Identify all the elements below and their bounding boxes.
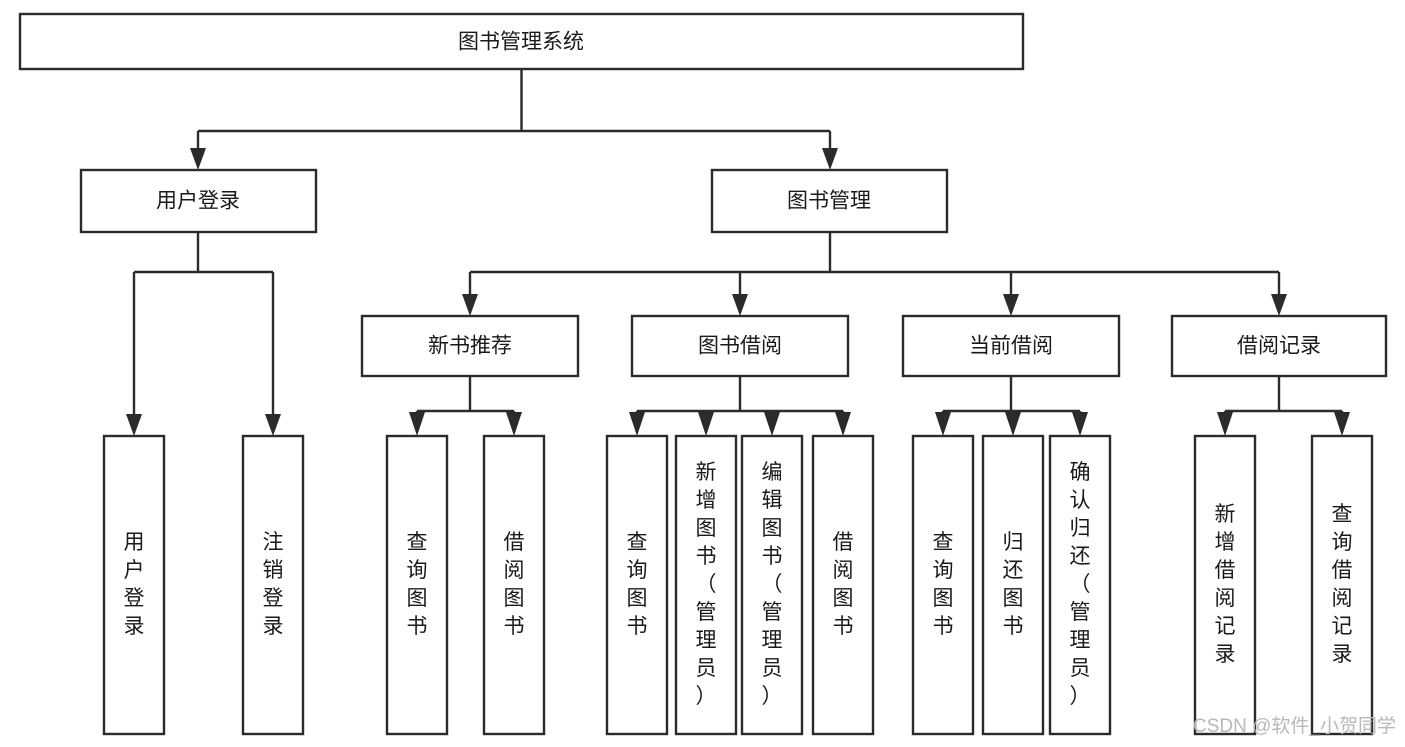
arrow-head-leaf-query-book-3 (935, 412, 951, 436)
arrow-head-leaf-add-record (1217, 412, 1233, 436)
arrow-head-user-login (190, 148, 206, 170)
node-current-borrow[interactable]: 当前借阅 (901, 314, 1121, 378)
node-borrow-record[interactable]: 借阅记录 (1170, 314, 1388, 378)
node-new-book-recommend-box[interactable] (360, 314, 580, 378)
node-leaf-add-record[interactable]: 新增借阅记录 (1193, 434, 1257, 736)
arrow-head-leaf-confirm-return (1072, 412, 1088, 436)
node-root-label: 图书管理系统 (458, 31, 584, 54)
node-leaf-return-book-label: 归还图书 (1003, 531, 1024, 638)
arrow-head-leaf-borrow-book-2 (835, 412, 851, 436)
node-leaf-query-book-1-box[interactable] (385, 434, 449, 736)
arrow-head-book-borrow (732, 294, 748, 316)
arrow-head-current-borrow (1003, 294, 1019, 316)
node-user-login-box[interactable] (79, 168, 318, 234)
node-leaf-borrow-book-1-label: 借阅图书 (504, 531, 525, 638)
arrow-head-leaf-return-book (1005, 412, 1021, 436)
node-book-borrow-label: 图书借阅 (698, 335, 782, 358)
node-leaf-borrow-book-2[interactable]: 借阅图书 (811, 434, 875, 736)
node-leaf-query-book-1-label: 查询图书 (407, 531, 428, 638)
arrow-head-leaf-borrow-book-1 (506, 412, 522, 436)
arrow-head-leaf-query-book-2 (629, 412, 645, 436)
node-leaf-confirm-return-box[interactable] (1048, 434, 1112, 736)
node-leaf-logout[interactable]: 注销登录 (241, 434, 305, 736)
node-leaf-borrow-book-2-label: 借阅图书 (833, 531, 854, 638)
arrow-head-book-manage (822, 148, 838, 170)
node-root[interactable]: 图书管理系统 (18, 12, 1025, 71)
node-current-borrow-label: 当前借阅 (969, 335, 1053, 358)
node-leaf-query-record-box[interactable] (1310, 434, 1374, 736)
node-borrow-record-label: 借阅记录 (1237, 335, 1321, 358)
node-leaf-query-record[interactable]: 查询借阅记录 (1310, 434, 1374, 736)
node-leaf-add-book-box[interactable] (674, 434, 738, 736)
node-leaf-query-book-2-label: 查询图书 (627, 531, 648, 638)
node-leaf-logout-box[interactable] (241, 434, 305, 736)
node-leaf-return-book-box[interactable] (981, 434, 1045, 736)
node-user-login[interactable]: 用户登录 (79, 168, 318, 234)
node-book-borrow[interactable]: 图书借阅 (630, 314, 850, 378)
node-leaf-query-book-2[interactable]: 查询图书 (605, 434, 669, 736)
node-new-book-recommend[interactable]: 新书推荐 (360, 314, 580, 378)
node-root-box[interactable] (18, 12, 1025, 71)
node-book-manage[interactable]: 图书管理 (710, 168, 949, 234)
node-leaf-query-book-3-label: 查询图书 (933, 531, 954, 638)
node-leaf-logout-label: 注销登录 (263, 531, 284, 638)
node-leaf-add-book-label: 新增图书（管理员） (696, 461, 717, 708)
arrow-head-leaf-query-record (1334, 412, 1350, 436)
node-leaf-user-login-box[interactable] (102, 434, 166, 736)
arrow-head-new-book-recommend (462, 294, 478, 316)
node-leaf-borrow-book-1[interactable]: 借阅图书 (482, 434, 546, 736)
arrow-head-leaf-add-book (698, 412, 714, 436)
node-leaf-query-book-3[interactable]: 查询图书 (911, 434, 975, 736)
node-new-book-recommend-label: 新书推荐 (428, 335, 512, 358)
node-leaf-edit-book-box[interactable] (740, 434, 804, 736)
node-leaf-query-book-1[interactable]: 查询图书 (385, 434, 449, 736)
arrow-head-leaf-edit-book (764, 412, 780, 436)
node-book-manage-box[interactable] (710, 168, 949, 234)
node-leaf-edit-book-label: 编辑图书（管理员） (762, 461, 783, 708)
node-leaf-add-book[interactable]: 新增图书（管理员） (674, 434, 738, 736)
node-leaf-query-book-3-box[interactable] (911, 434, 975, 736)
node-leaf-user-login[interactable]: 用户登录 (102, 434, 166, 736)
node-leaf-confirm-return-label: 确认归还（管理员） (1070, 461, 1091, 708)
node-leaf-borrow-book-2-box[interactable] (811, 434, 875, 736)
node-leaf-add-record-box[interactable] (1193, 434, 1257, 736)
arrow-head-leaf-user-login (126, 414, 142, 436)
arrow-head-leaf-logout (265, 414, 281, 436)
node-book-borrow-box[interactable] (630, 314, 850, 378)
node-leaf-borrow-book-1-box[interactable] (482, 434, 546, 736)
node-leaf-query-book-2-box[interactable] (605, 434, 669, 736)
node-current-borrow-box[interactable] (901, 314, 1121, 378)
node-leaf-confirm-return[interactable]: 确认归还（管理员） (1048, 434, 1112, 736)
node-leaf-add-record-label: 新增借阅记录 (1215, 503, 1236, 666)
arrow-head-borrow-record (1271, 294, 1287, 316)
node-user-login-label: 用户登录 (156, 190, 240, 213)
csdn-watermark: CSDN @软件_小贺同学 (1193, 715, 1396, 737)
node-leaf-user-login-label: 用户登录 (124, 531, 145, 638)
node-leaf-query-record-label: 查询借阅记录 (1332, 503, 1353, 666)
node-book-manage-label: 图书管理 (787, 190, 871, 213)
connector-layer (126, 69, 1350, 436)
arrow-head-leaf-query-book-1 (409, 412, 425, 436)
node-borrow-record-box[interactable] (1170, 314, 1388, 378)
node-leaf-edit-book[interactable]: 编辑图书（管理员） (740, 434, 804, 736)
node-leaf-return-book[interactable]: 归还图书 (981, 434, 1045, 736)
